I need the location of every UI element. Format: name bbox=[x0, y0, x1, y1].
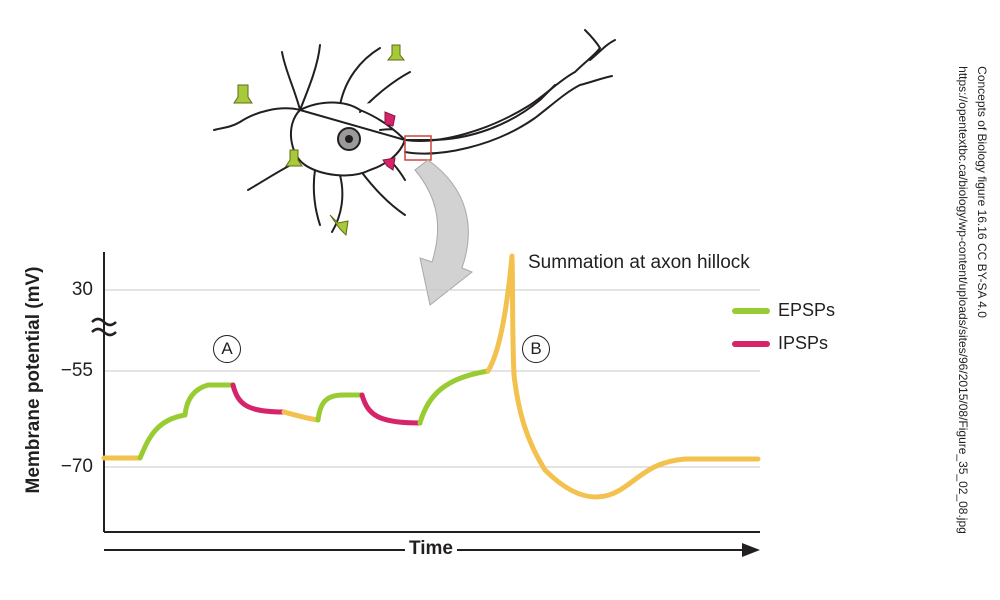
credit: Concepts of Biology figure 16.16 CC BY-S… bbox=[953, 66, 991, 534]
neuron-soma bbox=[213, 44, 411, 233]
legend-item-ipsp: IPSPs bbox=[732, 333, 828, 354]
excitatory-synapse-icon bbox=[233, 44, 406, 237]
axon bbox=[404, 29, 616, 155]
y-tick-30: 30 bbox=[71, 279, 93, 300]
legend-item-epsp: EPSPs bbox=[732, 300, 835, 321]
credit-line-2: https://opentextbc.ca/biology/wp-content… bbox=[956, 66, 970, 534]
x-axis-label: Time bbox=[405, 538, 458, 560]
ipsp-swatch bbox=[732, 340, 770, 347]
ipsp-segment bbox=[230, 382, 287, 415]
inhibitory-synapse-icon bbox=[382, 111, 396, 171]
legend-label-epsp: EPSPs bbox=[778, 300, 836, 320]
marker-b: B bbox=[522, 335, 550, 363]
ipsp-segment bbox=[359, 392, 423, 426]
epsp-segment bbox=[417, 368, 491, 426]
epsp-swatch bbox=[732, 307, 770, 314]
y-tick-minus55: −55 bbox=[60, 360, 93, 381]
legend-label-ipsp: IPSPs bbox=[778, 333, 829, 353]
y-tick-minus70: −70 bbox=[60, 456, 93, 477]
gridlines bbox=[104, 289, 760, 468]
action-potential bbox=[485, 253, 761, 500]
summation-label: Summation at axon hillock bbox=[528, 252, 750, 273]
epsp-segment bbox=[137, 382, 236, 461]
membrane-trace bbox=[101, 253, 761, 500]
axon-hillock-highlight bbox=[404, 135, 432, 161]
callout-arrow-icon bbox=[414, 159, 473, 306]
marker-a: A bbox=[213, 335, 241, 363]
neuron bbox=[213, 29, 616, 233]
trace-decay bbox=[281, 409, 321, 423]
credit-line-1: Concepts of Biology figure 16.16 CC BY-S… bbox=[975, 66, 989, 318]
axis-break-icon bbox=[91, 317, 117, 337]
epsp-segment bbox=[315, 392, 365, 423]
